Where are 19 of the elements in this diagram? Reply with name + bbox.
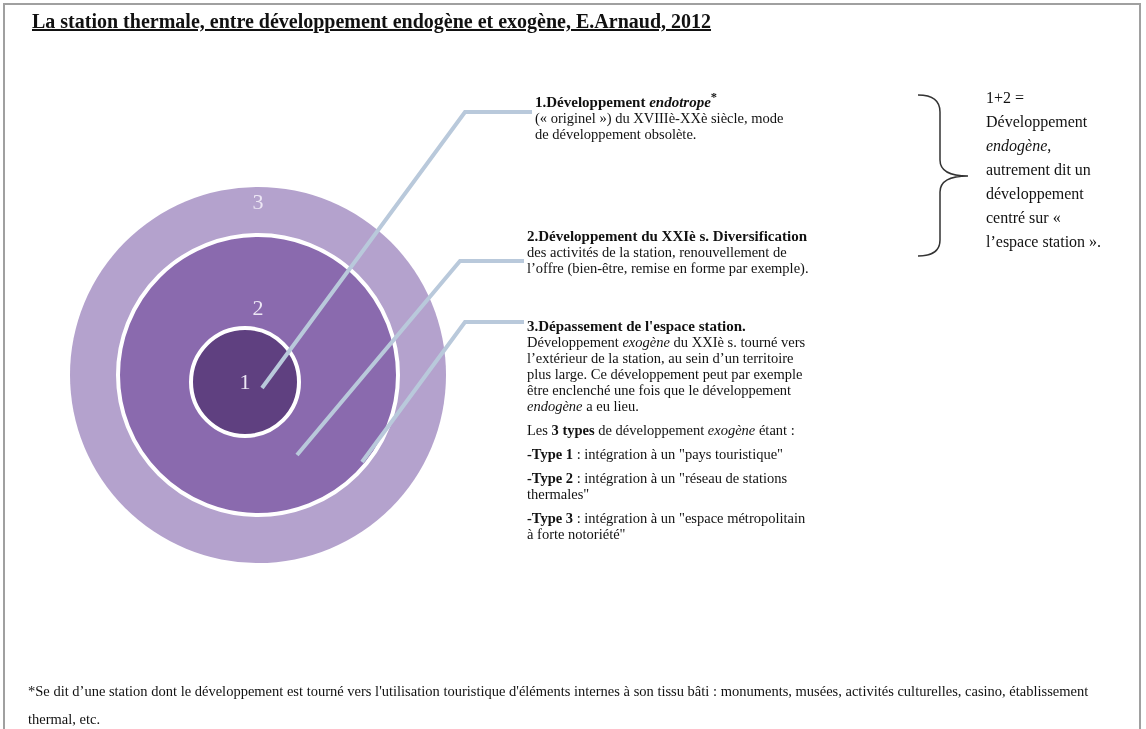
title: La station thermale, entre développement endogène et exogène, E.Arnaud, 2012 [32, 10, 711, 33]
footnote: *Se dit d’une station dont le développement est tourné vers l'utilisation touristique d'éléments internes à son tissu bâti : monuments, musées, activités culturelles, casino, établissement thermal, etc. [28, 682, 1090, 729]
brace-note: 1+2 = Développement endogène, autrement dit un développement centré sur « l’espace station ». [986, 88, 1103, 253]
item-heading: 1.Développement endotrope$^{*}$ [535, 94, 719, 110]
item-text: Développement exogène du XXIè s. tourné vers l’extérieur de la station, au sein d’un territoire plus large. Ce développement peut par exemple être enclenché une fois que le développement endogène a eu lieu. [527, 334, 807, 414]
item-text: (« originel ») du XVIIIè-XXè siècle, mode de développement obsolète. [535, 110, 785, 142]
leader-line [295, 259, 524, 457]
item-text: -Type 1 : intégration à un "pays touristique" [527, 446, 785, 462]
ring-number: 1 [239, 369, 251, 394]
item-text: Les 3 types de développement exogène étant : [527, 422, 796, 438]
item-text: -Type 2 : intégration à un "réseau de stations thermales" [527, 470, 789, 502]
ring-number: 2 [252, 295, 264, 320]
item-text: des activités de la station, renouvellement de l’offre (bien-être, remise en forme par exemple). [527, 244, 810, 276]
leader-line [360, 320, 524, 464]
ring-number: 3 [252, 189, 264, 214]
item-text: -Type 3 : intégration à un "espace métropolitain à forte notoriété" [527, 510, 807, 542]
item-heading: 3.Dépassement de l'espace station. [527, 318, 747, 334]
leader-line [260, 110, 532, 390]
item-heading: 2.Développement du XXIè s. Diversification [527, 228, 808, 244]
